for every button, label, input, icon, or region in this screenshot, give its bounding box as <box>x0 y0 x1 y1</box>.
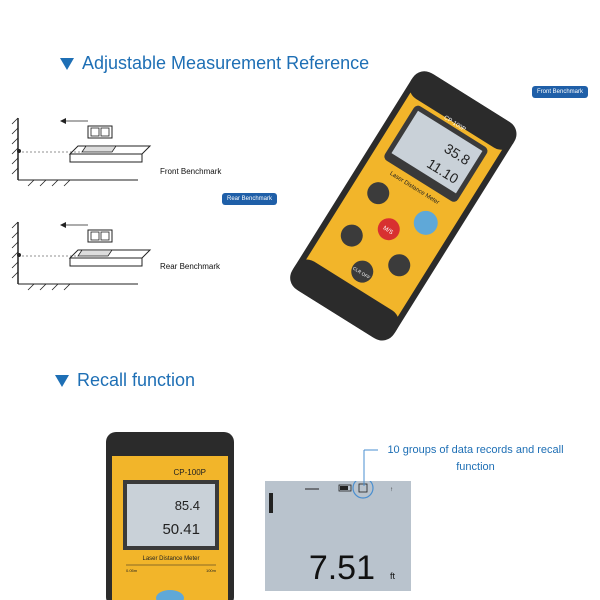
recall-note: 10 groups of data records and recall fun… <box>387 444 564 473</box>
ms-button-label: M/S <box>382 226 394 237</box>
rear-benchmark-diagram <box>11 221 152 291</box>
front-benchmark-callout: Front Benchmark <box>532 86 589 98</box>
signal-icon: ↑ <box>390 487 393 493</box>
triangle-down-icon <box>60 57 74 70</box>
recall-pointer-line <box>363 449 378 486</box>
section-title-measurement: Adjustable Measurement Reference <box>60 53 369 74</box>
recall-device: CP-100P 85.4 50.41 Laser Distance Meter … <box>106 432 234 600</box>
front-benchmark-diagram <box>11 117 152 187</box>
memory-icon-highlight <box>352 481 374 499</box>
triangle-down-icon <box>55 374 69 387</box>
recall-product-name: Laser Distance Meter <box>142 556 199 562</box>
recall-lcd-screen: ↑ 7.51 ft <box>265 481 411 591</box>
section-title-recall: Recall function <box>55 370 195 391</box>
recall-scale-min: 0.05m <box>126 568 138 573</box>
laser-meter-device: Laser Distance Meter M/S CLR OFF CP-100P… <box>290 71 517 341</box>
front-benchmark-label: Front Benchmark <box>160 167 222 176</box>
section-title-text: Adjustable Measurement Reference <box>82 53 370 73</box>
rear-benchmark-callout: Rear Benchmark <box>222 193 278 205</box>
recall-scale-max: 100m <box>206 568 217 573</box>
recall-model-label: CP-100P <box>174 468 206 477</box>
recall-unit: ft <box>390 571 396 581</box>
section-title-text: Recall function <box>77 370 196 390</box>
recall-reading: 7.51 <box>309 549 375 587</box>
recall-display-top: 85.4 <box>175 498 200 513</box>
rear-benchmark-label: Rear Benchmark <box>160 262 221 271</box>
recall-display-bottom: 50.41 <box>162 521 200 538</box>
